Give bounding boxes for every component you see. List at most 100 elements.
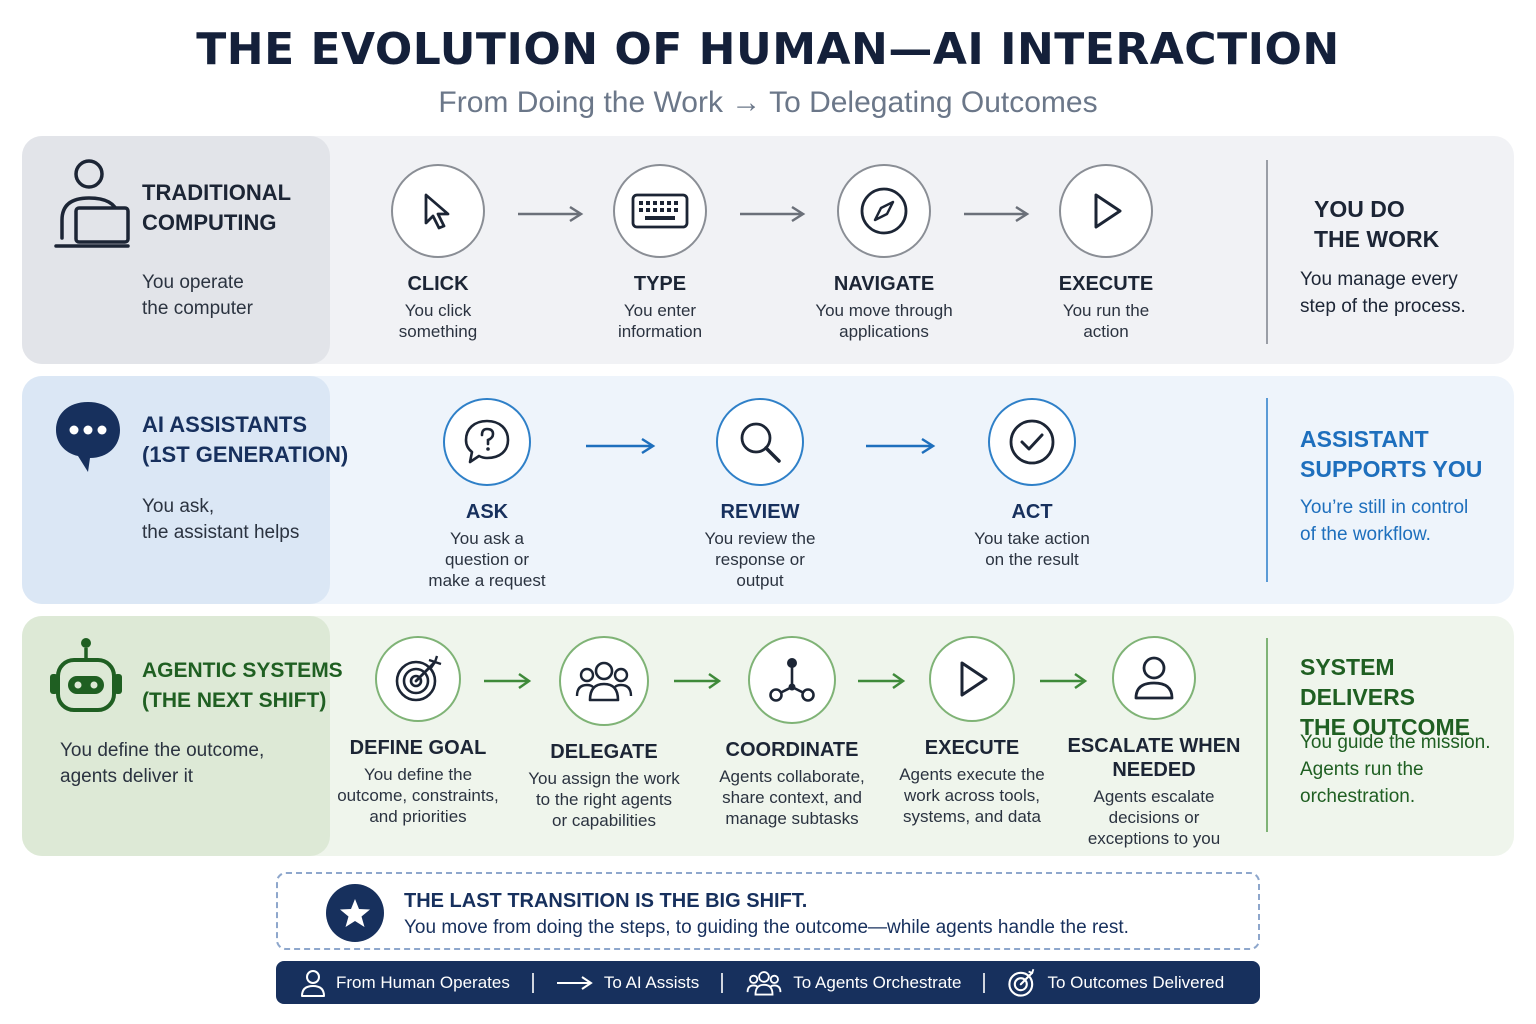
callout-box: THE LAST TRANSITION IS THE BIG SHIFT. Yo… xyxy=(276,872,1260,950)
step-description: You take action on the result xyxy=(974,529,1090,569)
row-title: TRADITIONAL COMPUTING xyxy=(142,180,292,235)
footer-label: To Agents Orchestrate xyxy=(793,972,962,992)
target-icon xyxy=(395,655,442,702)
step-description: You move through applications xyxy=(815,301,953,341)
divider xyxy=(1266,398,1268,582)
footer-label: From Human Operates xyxy=(336,972,510,992)
summary-title: YOU DO THE WORK xyxy=(1314,196,1440,252)
footer-label: To Outcomes Delivered xyxy=(1047,972,1225,992)
footer-bar: From Human Operates To AI Assists To Age… xyxy=(276,961,1260,1004)
group-icon xyxy=(575,661,633,702)
row-traditional-computing: TRADITIONAL COMPUTING You operate the co… xyxy=(22,136,1514,364)
summary-text: You manage every step of the process. xyxy=(1300,269,1466,317)
row-description: You define the outcome, agents deliver i… xyxy=(60,740,265,787)
summary-title: SYSTEM DELIVERS THE OUTCOME xyxy=(1300,654,1470,740)
step-click: CLICK You click something xyxy=(338,164,538,342)
step-execute: EXECUTE You run the action xyxy=(1006,164,1206,342)
step-act: ACT You take action on the result xyxy=(932,398,1132,570)
step-title: COORDINATE xyxy=(725,739,859,761)
step-title: EXECUTE xyxy=(1058,273,1154,295)
arrow-icon xyxy=(484,672,532,690)
step-title: REVIEW xyxy=(720,501,800,523)
row-label-panel xyxy=(22,136,330,364)
person-icon xyxy=(1134,656,1174,700)
step-ask: ASK You ask a question or make a request xyxy=(387,398,587,591)
arrow-icon xyxy=(858,672,906,690)
step-delegate: DELEGATE You assign the work to the righ… xyxy=(516,636,692,831)
arrow-icon xyxy=(518,205,584,223)
step-description: You define the outcome, constraints, and… xyxy=(337,765,499,826)
footer-separator xyxy=(983,972,986,993)
magnifier-icon xyxy=(740,422,781,463)
row-title: AGENTIC SYSTEMS (THE NEXT SHIFT) xyxy=(142,659,343,712)
arrow-icon xyxy=(866,437,936,455)
step-description: You run the action xyxy=(1062,301,1150,341)
step-type: TYPE You enter information xyxy=(560,164,760,342)
row-title: AI ASSISTANTS (1ST GENERATION) xyxy=(142,412,349,467)
compass-icon xyxy=(860,187,908,235)
chat-bubble-icon xyxy=(56,402,120,472)
step-description: Agents escalate decisions or exceptions … xyxy=(1087,787,1221,848)
summary-text: You’re still in control of the workflow. xyxy=(1300,497,1469,545)
summary-title: ASSISTANT SUPPORTS YOU xyxy=(1300,426,1483,482)
step-description: You assign the work to the right agents … xyxy=(528,769,680,830)
play-icon xyxy=(960,661,988,697)
arrow-icon xyxy=(740,205,806,223)
footer-item: To AI Assists xyxy=(556,973,699,993)
step-escalate: ESCALATE WHEN NEEDED Agents escalate dec… xyxy=(1064,636,1244,849)
star-icon xyxy=(326,884,384,942)
footer-item: From Human Operates xyxy=(300,969,510,997)
page-title: THE EVOLUTION OF HUMAN—AI INTERACTION xyxy=(196,24,1340,75)
step-description: Agents collaborate, share context, and m… xyxy=(719,767,865,828)
footer-separator xyxy=(721,972,724,993)
step-title: ASK xyxy=(465,501,509,523)
step-review: REVIEW You review the response or output xyxy=(658,398,862,591)
step-title: CLICK xyxy=(407,273,469,295)
arrow-icon xyxy=(1040,672,1088,690)
step-title: TYPE xyxy=(633,273,687,295)
step-execute-agents: EXECUTE Agents execute the work across t… xyxy=(882,636,1062,827)
row-description: You ask, the assistant helps xyxy=(142,496,300,543)
step-title: NAVIGATE xyxy=(833,273,935,295)
step-description: You enter information xyxy=(617,301,703,341)
row-ai-assistants: AI ASSISTANTS (1ST GENERATION) You ask, … xyxy=(22,376,1514,604)
page-subtitle: From Doing the Work → To Delegating Outc… xyxy=(438,86,1098,119)
step-coordinate: COORDINATE Agents collaborate, share con… xyxy=(704,636,880,829)
keyboard-icon xyxy=(631,193,689,229)
row-label-panel xyxy=(22,616,330,856)
person-icon xyxy=(301,969,325,997)
check-circle-icon xyxy=(1009,419,1055,465)
footer-item: To Outcomes Delivered xyxy=(1007,968,1224,998)
group-icon xyxy=(746,970,782,995)
cursor-icon xyxy=(424,193,450,230)
step-description: You click something xyxy=(398,301,478,341)
arrow-icon xyxy=(586,437,656,455)
arrow-icon xyxy=(964,205,1030,223)
step-description: You review the response or output xyxy=(704,529,816,590)
footer-separator xyxy=(531,972,534,993)
arrow-icon xyxy=(674,672,722,690)
callout-text: You move from doing the steps, to guidin… xyxy=(404,917,1129,938)
footer-label: To AI Assists xyxy=(603,972,700,992)
step-title: DELEGATE xyxy=(550,741,658,763)
summary-text: You guide the mission. Agents run the or… xyxy=(1300,732,1491,807)
step-title: EXECUTE xyxy=(924,737,1020,759)
step-title: ACT xyxy=(1011,501,1053,523)
question-bubble-icon xyxy=(464,419,510,464)
person-laptop-icon xyxy=(54,159,130,248)
target-icon xyxy=(1008,968,1035,997)
step-description: You ask a question or make a request xyxy=(428,529,546,590)
divider xyxy=(1266,160,1268,344)
row-agentic-systems: AGENTIC SYSTEMS (THE NEXT SHIFT) You def… xyxy=(22,616,1514,856)
robot-icon xyxy=(50,638,122,712)
arrow-icon xyxy=(556,975,593,990)
step-title: ESCALATE WHEN NEEDED xyxy=(1067,735,1241,781)
step-define-goal: DEFINE GOAL You define the outcome, cons… xyxy=(330,636,506,827)
play-icon xyxy=(1094,193,1122,229)
divider xyxy=(1266,638,1268,832)
step-description: Agents execute the work across tools, sy… xyxy=(899,765,1045,826)
step-title: DEFINE GOAL xyxy=(349,737,487,759)
step-navigate: NAVIGATE You move through applications xyxy=(784,164,984,342)
network-icon xyxy=(769,658,815,702)
callout-title: THE LAST TRANSITION IS THE BIG SHIFT. xyxy=(404,890,808,912)
